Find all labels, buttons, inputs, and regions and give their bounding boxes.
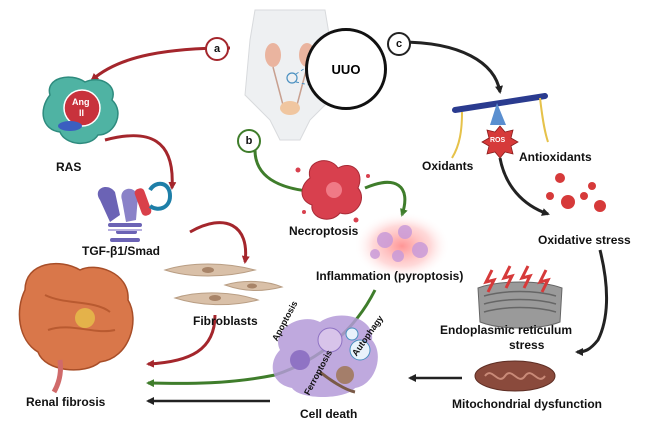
redox-balance-illustration (451, 93, 549, 159)
arrow-necroptosis-to-inflammation (364, 180, 408, 217)
oxidative-stress-illustration (546, 173, 606, 212)
arrow-tgf-to-fibroblasts (189, 221, 250, 264)
branch-c-label: c (395, 38, 403, 50)
necroptosis-illustration (295, 160, 370, 223)
er-stress-label-line2: stress (509, 338, 545, 352)
necroptosis-label: Necroptosis (289, 224, 359, 238)
renal-fibrosis-label: Renal fibrosis (26, 395, 106, 409)
arrow-fibroblasts-to-fibrosis (146, 314, 217, 368)
inflammation-label: Inflammation (pyroptosis) (316, 269, 464, 283)
mito-label: Mitochondrial dysfunction (452, 397, 602, 411)
ang-ii-label: II (79, 108, 85, 118)
ros-burst (481, 125, 519, 159)
fibrotic-kidney-illustration (18, 262, 134, 394)
mitochondrion-illustration (474, 360, 556, 392)
branch-a-label: a (213, 43, 221, 55)
cell-death-label: Cell death (300, 407, 358, 421)
cell-death-illustration (272, 315, 378, 397)
er-illustration (477, 265, 563, 329)
uuo-circle: UUO (305, 28, 387, 110)
branch-c-badge: c (387, 32, 411, 56)
tgf-label: TGF-β1/Smad (82, 244, 160, 258)
tgf-receptor-illustration (97, 181, 173, 242)
oxidants-label: Oxidants (422, 159, 474, 173)
ang-label: Ang (72, 97, 90, 107)
arrow-uuo-to-balance (399, 40, 503, 94)
branch-a-badge: a (205, 37, 229, 61)
ras-illustration (42, 76, 119, 144)
antioxidants-label: Antioxidants (519, 150, 592, 164)
oxidative-stress-label: Oxidative stress (538, 233, 631, 247)
ras-label: RAS (56, 160, 82, 174)
fibroblasts-label: Fibroblasts (193, 314, 258, 328)
arrow-ras-to-tgf (104, 134, 177, 190)
ros-label: ROS (490, 137, 506, 144)
arrow-ros-to-oxidative-stress (498, 157, 550, 216)
branch-b-badge: b (237, 129, 261, 153)
inflammation-illustration (354, 212, 450, 280)
fibroblasts-illustration (163, 263, 284, 306)
er-stress-label-line1: Endoplasmic reticulum (440, 323, 573, 337)
uuo-label: UUO (331, 61, 361, 77)
branch-b-label: b (245, 135, 253, 147)
arrow-oxidative-to-er (575, 249, 608, 356)
